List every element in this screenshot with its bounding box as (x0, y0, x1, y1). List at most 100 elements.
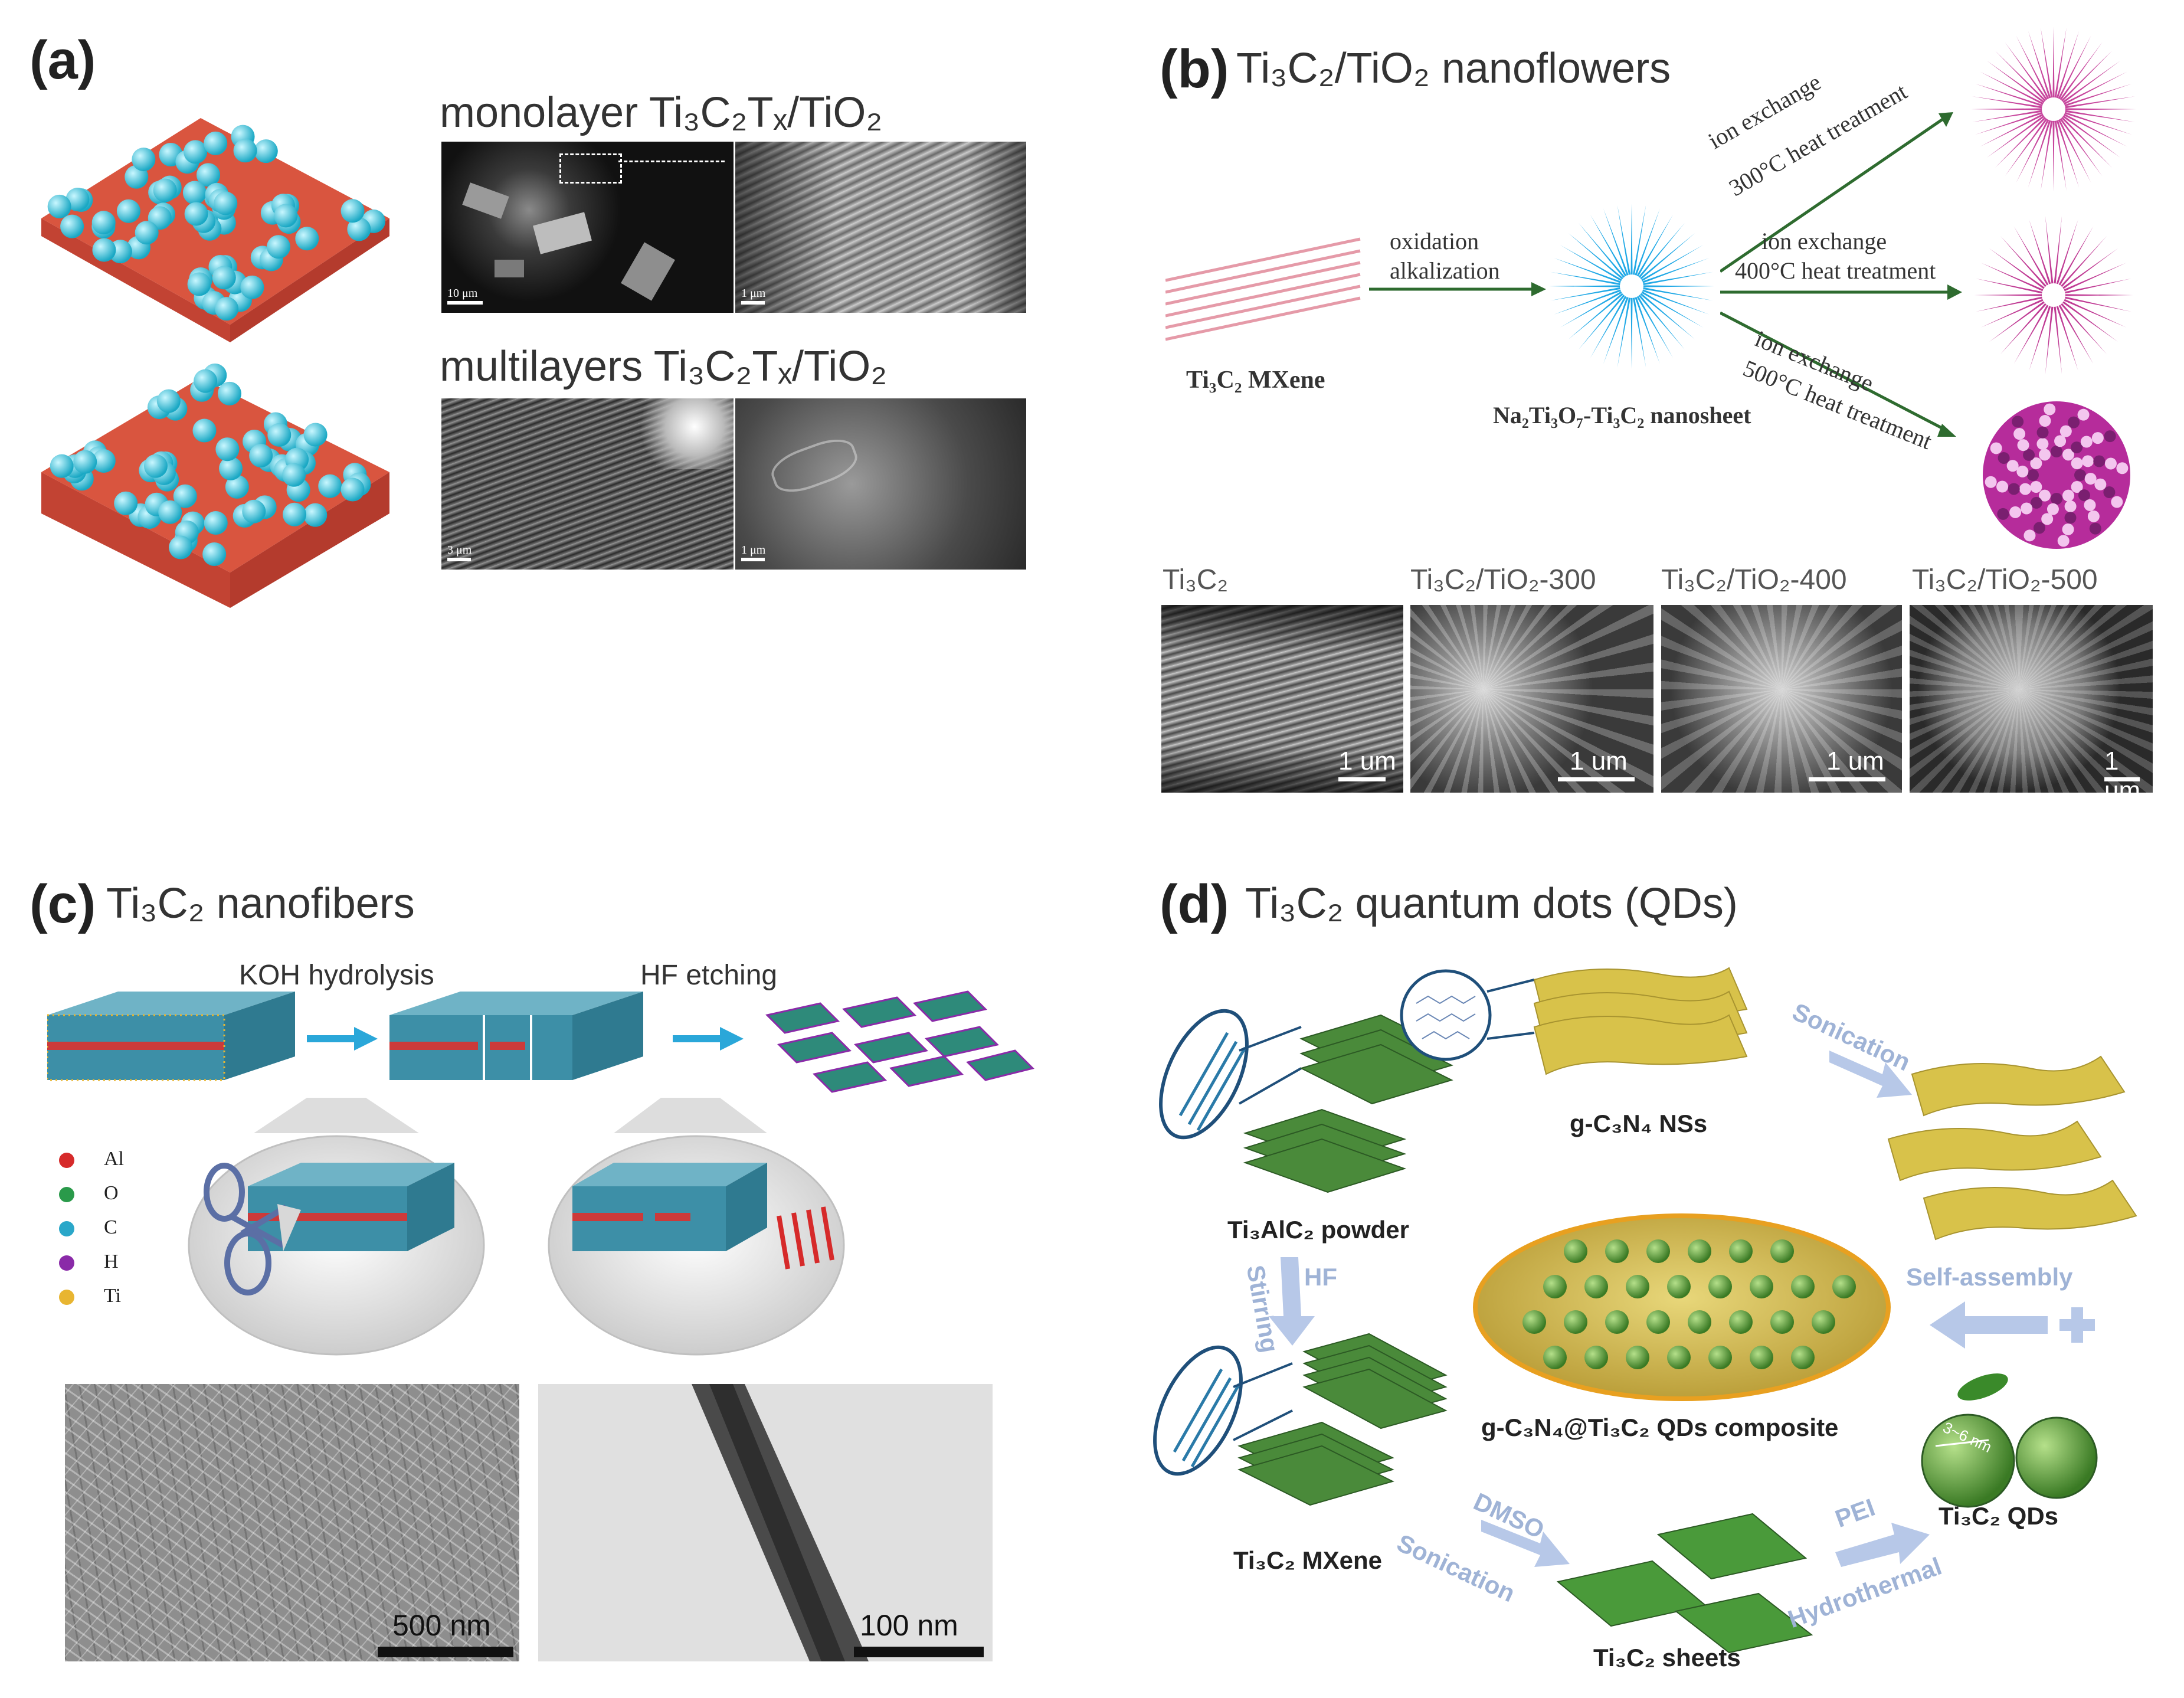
legend-dot (59, 1255, 74, 1271)
qd-dot (1688, 1239, 1711, 1263)
sem-b-ti3c2: 1 um (1161, 605, 1403, 793)
crystal-nanofibers (765, 990, 1034, 1093)
petal (1980, 299, 2044, 328)
atom-sphere (135, 221, 159, 245)
petal (1995, 116, 2047, 168)
qd-dot (1626, 1346, 1649, 1369)
petal (1549, 285, 1620, 287)
petal (2052, 120, 2055, 192)
sem-scale-b2: 1 um (1570, 747, 1628, 776)
atom-sphere (169, 535, 193, 560)
flower-texture (2047, 503, 2059, 515)
flower-texture (2051, 493, 2062, 505)
legend-label: H (104, 1251, 119, 1272)
atom-sphere (215, 297, 239, 321)
flower-texture (2012, 415, 2024, 428)
flower-texture (2036, 438, 2049, 450)
atom-sphere (204, 131, 228, 155)
qd-dot (1791, 1275, 1815, 1298)
sheets-label: Ti₃C₂ sheets (1593, 1644, 1741, 1671)
legend-dot (59, 1290, 74, 1306)
qd-dot (1750, 1275, 1773, 1298)
atom-sphere (233, 139, 257, 163)
atom-sphere (114, 491, 138, 515)
petal (2065, 96, 2136, 109)
sem-scale-b1: 1 um (1338, 747, 1396, 776)
qd-dot (1729, 1239, 1753, 1263)
petal (2065, 278, 2132, 294)
petal (1640, 233, 1695, 280)
flower-texture (2062, 449, 2074, 461)
qd-dot (1770, 1310, 1794, 1334)
composite-label: g-C₃N₄@Ti₃C₂ QDs composite (1481, 1414, 1839, 1441)
flower-texture (2039, 449, 2051, 461)
qd-dot (1646, 1310, 1670, 1334)
flower-texture (2051, 446, 2062, 457)
atom-sphere (204, 511, 228, 535)
atom-sphere (217, 381, 241, 405)
atom-sphere (66, 188, 90, 212)
flower-texture (2078, 489, 2090, 502)
petal (2028, 120, 2051, 188)
petal (2000, 235, 2047, 287)
atom-sphere (194, 369, 218, 393)
legend-label: Al (104, 1148, 124, 1170)
sem-multilayer-cross: 3 μm (441, 398, 734, 570)
qd-dot (1584, 1346, 1608, 1369)
atom-sphere (91, 211, 116, 235)
flower-texture (2030, 481, 2042, 493)
atom-sphere (197, 163, 221, 187)
atom-sphere (340, 199, 365, 223)
tem-c-nanofiber: 100 nm (538, 1384, 993, 1661)
flower-texture (2021, 502, 2033, 515)
qd-dot (1667, 1275, 1691, 1298)
atom-sphere (73, 450, 97, 474)
flower-texture (2013, 428, 2026, 440)
legend-label: O (104, 1182, 119, 1204)
scale-100nm: 100 nm (860, 1609, 958, 1642)
atom-sphere (282, 463, 306, 487)
arrow-c1 (307, 1027, 378, 1051)
petal (1980, 71, 2044, 105)
legend-label: C (104, 1216, 117, 1238)
petal (1980, 113, 2044, 147)
atom-sphere (249, 443, 273, 467)
atom-sphere (267, 423, 292, 447)
flower-texture (2064, 512, 2077, 524)
petal (1579, 223, 1625, 278)
petal (2045, 215, 2054, 284)
petal (1642, 258, 1710, 283)
flower-texture (2008, 483, 2020, 495)
petal (1643, 271, 1713, 286)
petal (2045, 306, 2054, 375)
petal (2059, 118, 2103, 176)
flower-texture (2104, 430, 2116, 443)
flower-texture (2030, 457, 2042, 469)
atom-sphere (240, 275, 264, 299)
petal (1554, 258, 1621, 283)
gcn-label: g-C₃N₄ NSs (1570, 1110, 1708, 1137)
flower-texture (2071, 441, 2083, 454)
atom-sphere (215, 437, 240, 462)
petal (2054, 27, 2067, 98)
arrow-oxidation (1369, 282, 1546, 296)
flower-texture (2087, 510, 2100, 522)
petal (2056, 120, 2080, 188)
petal (1636, 296, 1673, 358)
qd-dot (1564, 1310, 1587, 1334)
petal (1617, 205, 1631, 275)
qd-dot (1729, 1310, 1753, 1334)
petal (2058, 305, 2094, 364)
petal (2005, 42, 2048, 100)
flower-texture (2023, 529, 2036, 542)
atom-sphere (212, 266, 236, 290)
petal (2059, 42, 2103, 100)
zoom-bubble-right (548, 1098, 845, 1356)
crystal-hydrolyzed (389, 992, 643, 1080)
petal (2064, 113, 2127, 147)
atom-sphere (153, 178, 177, 202)
tialc-powder-graphic (1159, 1009, 1453, 1193)
atom-sphere (132, 148, 156, 172)
petal (2041, 27, 2053, 98)
legend-dot (59, 1153, 74, 1169)
